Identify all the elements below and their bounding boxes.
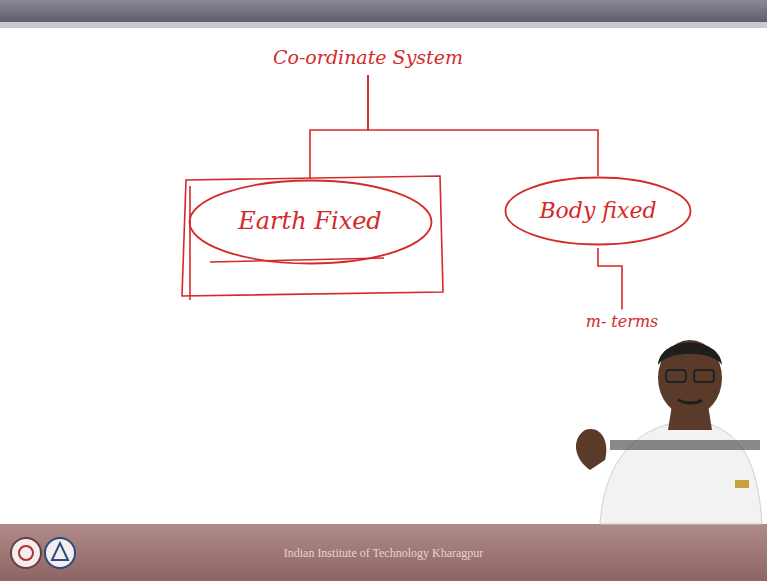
node-text: Earth Fixed xyxy=(238,208,381,236)
tree-connector xyxy=(598,248,622,310)
node-text: Co-ordinate System xyxy=(273,47,463,69)
leaf-text: m- terms xyxy=(582,310,663,335)
emphasis-box xyxy=(182,176,443,300)
header-bar xyxy=(0,0,767,22)
root-heading: Co-ordinate System xyxy=(267,43,470,73)
footer-bar xyxy=(0,524,767,581)
tree-connector xyxy=(310,75,368,179)
tree-connector xyxy=(368,75,598,176)
node-text: Body fixed xyxy=(539,198,656,223)
footer-text: Indian Institute of Technology Kharagpur xyxy=(0,546,767,561)
lecturer-figure xyxy=(576,340,762,524)
header-stripe xyxy=(0,22,767,28)
node-text: m- terms xyxy=(586,313,659,331)
ellipse-node: Earth Fixed xyxy=(188,179,433,265)
ellipse-node: Body fixed xyxy=(504,176,692,246)
institute-logo xyxy=(11,538,75,568)
